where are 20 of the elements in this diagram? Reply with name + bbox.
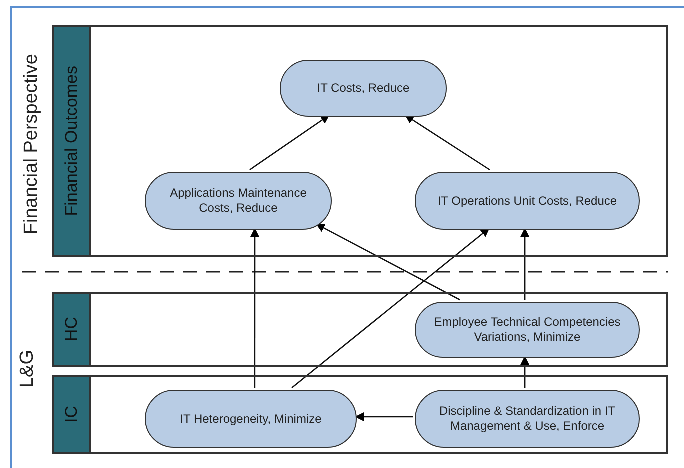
arrow [292, 228, 490, 388]
perspective-label: Financial Perspective [20, 54, 43, 234]
objective-pill: Applications Maintenance Costs, Reduce [145, 172, 332, 230]
objective-pill: Discipline & Standardization in IT Management & Use, Enforce [415, 390, 640, 448]
objective-pill: IT Operations Unit Costs, Reduce [415, 172, 640, 230]
arrow [316, 223, 460, 301]
lane-title: Financial Outcomes [60, 66, 82, 216]
arrow [355, 412, 413, 422]
lane-band [52, 375, 668, 454]
lane-band [52, 292, 668, 367]
lane-band [52, 25, 668, 257]
arrow [520, 228, 530, 300]
arrow [250, 228, 260, 388]
objective-pill: IT Costs, Reduce [280, 60, 447, 117]
objective-pill: IT Heterogeneity, Minimize [145, 390, 357, 448]
lane-title: HC [60, 317, 82, 342]
arrow [520, 356, 530, 388]
perspective-label: L&G [16, 350, 39, 388]
objective-pill: Employee Technical Competencies Variations, Minimize [415, 302, 640, 358]
lane-title: IC [60, 406, 82, 423]
